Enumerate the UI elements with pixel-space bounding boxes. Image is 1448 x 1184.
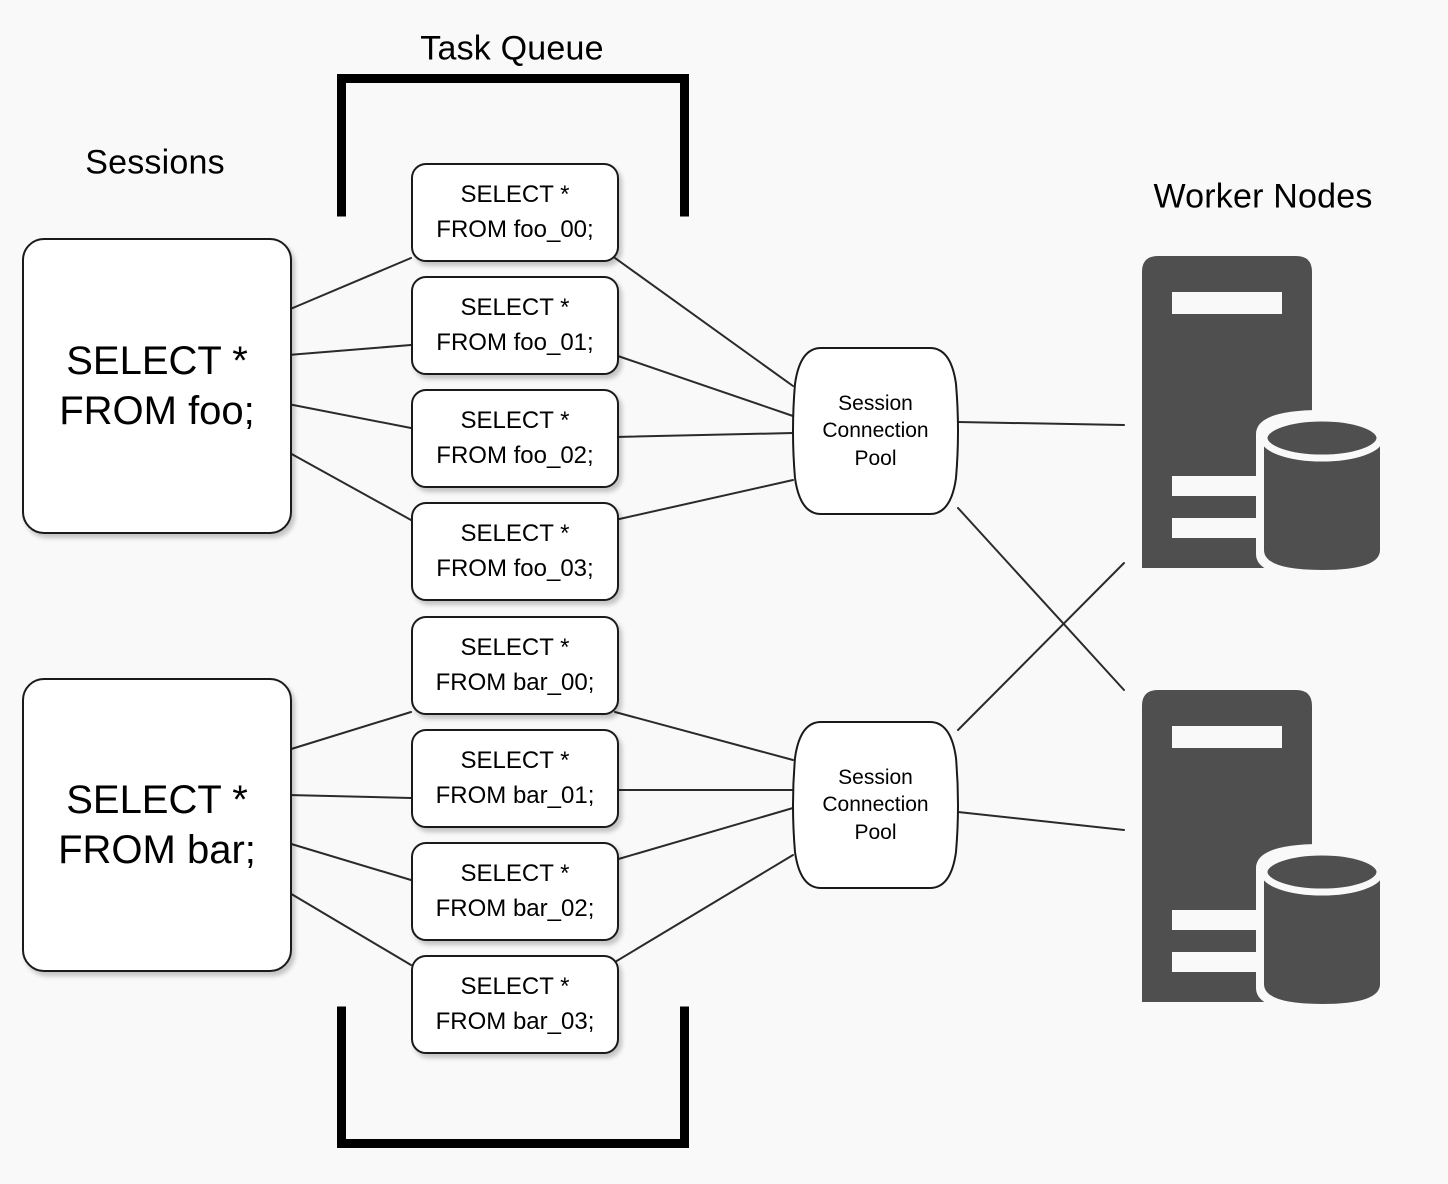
worker-nodes-group-label: Worker Nodes — [1153, 177, 1373, 216]
task-box-bar-00[interactable]: SELECT * FROM bar_00; — [411, 616, 619, 715]
session-query-text: SELECT * FROM bar; — [58, 777, 256, 872]
server-database-icon — [1142, 256, 1388, 578]
task-box-foo-01[interactable]: SELECT * FROM foo_01; — [411, 276, 619, 375]
task-box-bar-03[interactable]: SELECT * FROM bar_03; — [411, 955, 619, 1054]
server-database-icon — [1142, 690, 1388, 1012]
session-box-bar[interactable]: SELECT * FROM bar; — [22, 678, 292, 972]
task-query-text: SELECT * FROM foo_01; — [436, 294, 594, 356]
task-queue-group-label: Task Queue — [420, 29, 604, 68]
task-box-bar-01[interactable]: SELECT * FROM bar_01; — [411, 729, 619, 828]
worker-node-2[interactable] — [1138, 672, 1396, 1020]
worker-node-1[interactable] — [1138, 238, 1396, 586]
task-query-text: SELECT * FROM bar_01; — [435, 747, 595, 809]
task-query-text: SELECT * FROM bar_03; — [435, 973, 595, 1035]
task-box-foo-00[interactable]: SELECT * FROM foo_00; — [411, 163, 619, 262]
task-query-text: SELECT * FROM foo_02; — [436, 407, 594, 469]
task-query-text: SELECT * FROM foo_00; — [436, 181, 594, 243]
session-box-foo[interactable]: SELECT * FROM foo; — [22, 238, 292, 534]
task-query-text: SELECT * FROM bar_02; — [435, 860, 595, 922]
sessions-group-label: Sessions — [85, 143, 225, 182]
session-query-text: SELECT * FROM foo; — [59, 338, 255, 433]
task-box-bar-02[interactable]: SELECT * FROM bar_02; — [411, 842, 619, 941]
task-box-foo-03[interactable]: SELECT * FROM foo_03; — [411, 502, 619, 601]
task-box-foo-02[interactable]: SELECT * FROM foo_02; — [411, 389, 619, 488]
session-connection-pool-foo[interactable]: Session Connection Pool — [791, 344, 960, 518]
task-query-text: SELECT * FROM foo_03; — [436, 520, 594, 582]
task-queue-bracket — [336, 73, 689, 1148]
task-query-text: SELECT * FROM bar_00; — [435, 634, 595, 696]
session-connection-pool-bar[interactable]: Session Connection Pool — [791, 718, 960, 892]
